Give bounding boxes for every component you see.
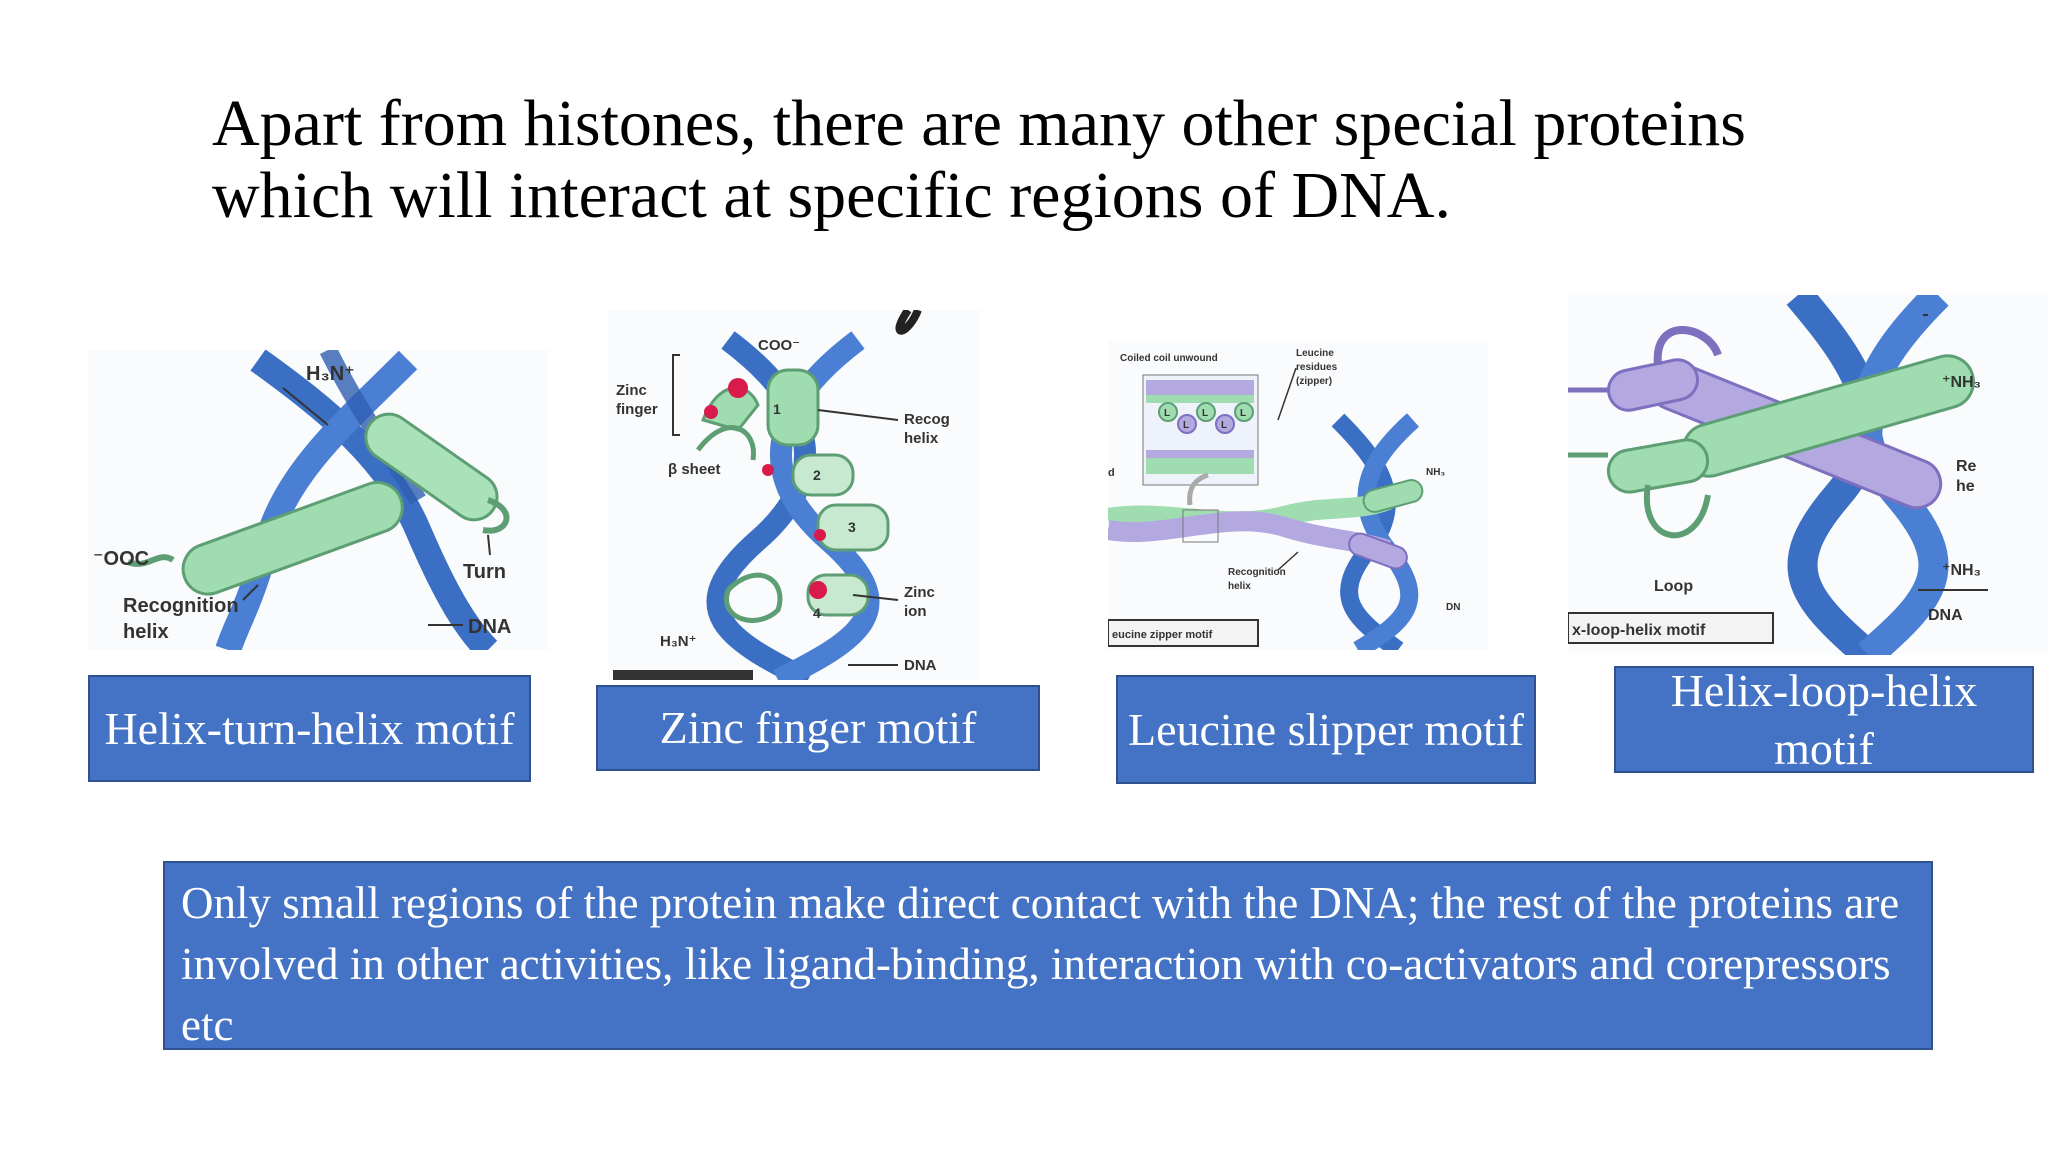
- recog-label: Recog: [904, 411, 950, 428]
- dn-label: DN: [1446, 602, 1460, 613]
- note-text: Only small regions of the protein make d…: [181, 878, 1900, 1050]
- number-1: 1: [773, 401, 781, 417]
- beta-sheet-label: β sheet: [668, 461, 721, 478]
- d-label: d: [1108, 467, 1115, 479]
- h3n-label: H₃N⁺: [306, 363, 355, 385]
- helix-loop-helix-figure: ⁺NH₃ Re he ⁺NH₃ Loop DNA x-loop-helix mo…: [1568, 295, 2048, 655]
- recognition-r-label: Re: [1956, 458, 1977, 475]
- leucine-l-4: L: [1221, 420, 1227, 431]
- ion-label: ion: [904, 603, 927, 620]
- turn-label: Turn: [463, 561, 506, 583]
- helix-turn-helix-figure: H₃N⁺ ⁻OOC Turn Recognition helix DNA: [88, 350, 548, 650]
- leucine-slipper-label-box: Leucine slipper motif: [1116, 675, 1536, 784]
- leucine-l-1: L: [1164, 408, 1170, 419]
- recognition-h-label: he: [1956, 478, 1975, 495]
- ooc-label: ⁻OOC: [93, 548, 149, 570]
- helix-turn-helix-label: Helix-turn-helix motif: [104, 702, 515, 754]
- zinc-ion-label: Zinc: [904, 584, 935, 601]
- note-box: Only small regions of the protein make d…: [163, 861, 1933, 1050]
- zinc-finger-figure: COO⁻ Zinc finger β sheet Recog helix Zin…: [608, 310, 980, 680]
- nh3-top-label: ⁺NH₃: [1942, 374, 1981, 391]
- zinc-finger-label: Zinc finger motif: [659, 702, 977, 753]
- helix-label: helix: [123, 621, 169, 643]
- number-3: 3: [848, 519, 856, 535]
- leucine-zipper-caption: eucine zipper motif: [1112, 629, 1213, 641]
- number-4: 4: [813, 605, 821, 621]
- zinc-finger-label-box: Zinc finger motif: [596, 685, 1040, 771]
- h3n-label: H₃N⁺: [660, 633, 697, 650]
- nh3-label: NH₃: [1426, 467, 1445, 478]
- dna-label: DNA: [468, 616, 511, 638]
- coo-label: COO⁻: [758, 337, 800, 354]
- leucine-l-3: L: [1202, 408, 1208, 419]
- leucine-slipper-label: Leucine slipper motif: [1128, 703, 1524, 755]
- recognition-label: Recognition: [1228, 567, 1286, 578]
- helix-loop-helix-label: Helix-loop-helix motif: [1670, 664, 1978, 774]
- leucine-l-5: L: [1240, 408, 1246, 419]
- zipper-label: (zipper): [1296, 376, 1332, 387]
- leucine-l-2: L: [1183, 420, 1189, 431]
- hlh-caption: x-loop-helix motif: [1572, 622, 1706, 639]
- number-2: 2: [813, 467, 821, 483]
- dna-label: DNA: [904, 657, 937, 674]
- helix-loop-helix-label-box: Helix-loop-helix motif: [1614, 665, 2034, 774]
- finger-label: finger: [616, 401, 658, 418]
- leucine-zipper-figure: L L L L L Coiled coil unwound Leucine re…: [1108, 340, 1488, 650]
- recog-helix-label: helix: [904, 430, 939, 447]
- zinc-label: Zinc: [616, 382, 647, 399]
- nh3-bottom-label: ⁺NH₃: [1942, 562, 1981, 579]
- coiled-coil-label: Coiled coil unwound: [1120, 353, 1218, 364]
- helix-turn-helix-label-box: Helix-turn-helix motif: [88, 675, 531, 782]
- slide-title: Apart from histones, there are many othe…: [212, 87, 1746, 232]
- loop-label: Loop: [1654, 578, 1693, 595]
- recognition-label: Recognition: [123, 595, 239, 617]
- recognition-helix-label: helix: [1228, 581, 1251, 592]
- dna-label: DNA: [1928, 607, 1963, 624]
- leucine-label: Leucine: [1296, 348, 1334, 359]
- residues-label: residues: [1296, 362, 1338, 373]
